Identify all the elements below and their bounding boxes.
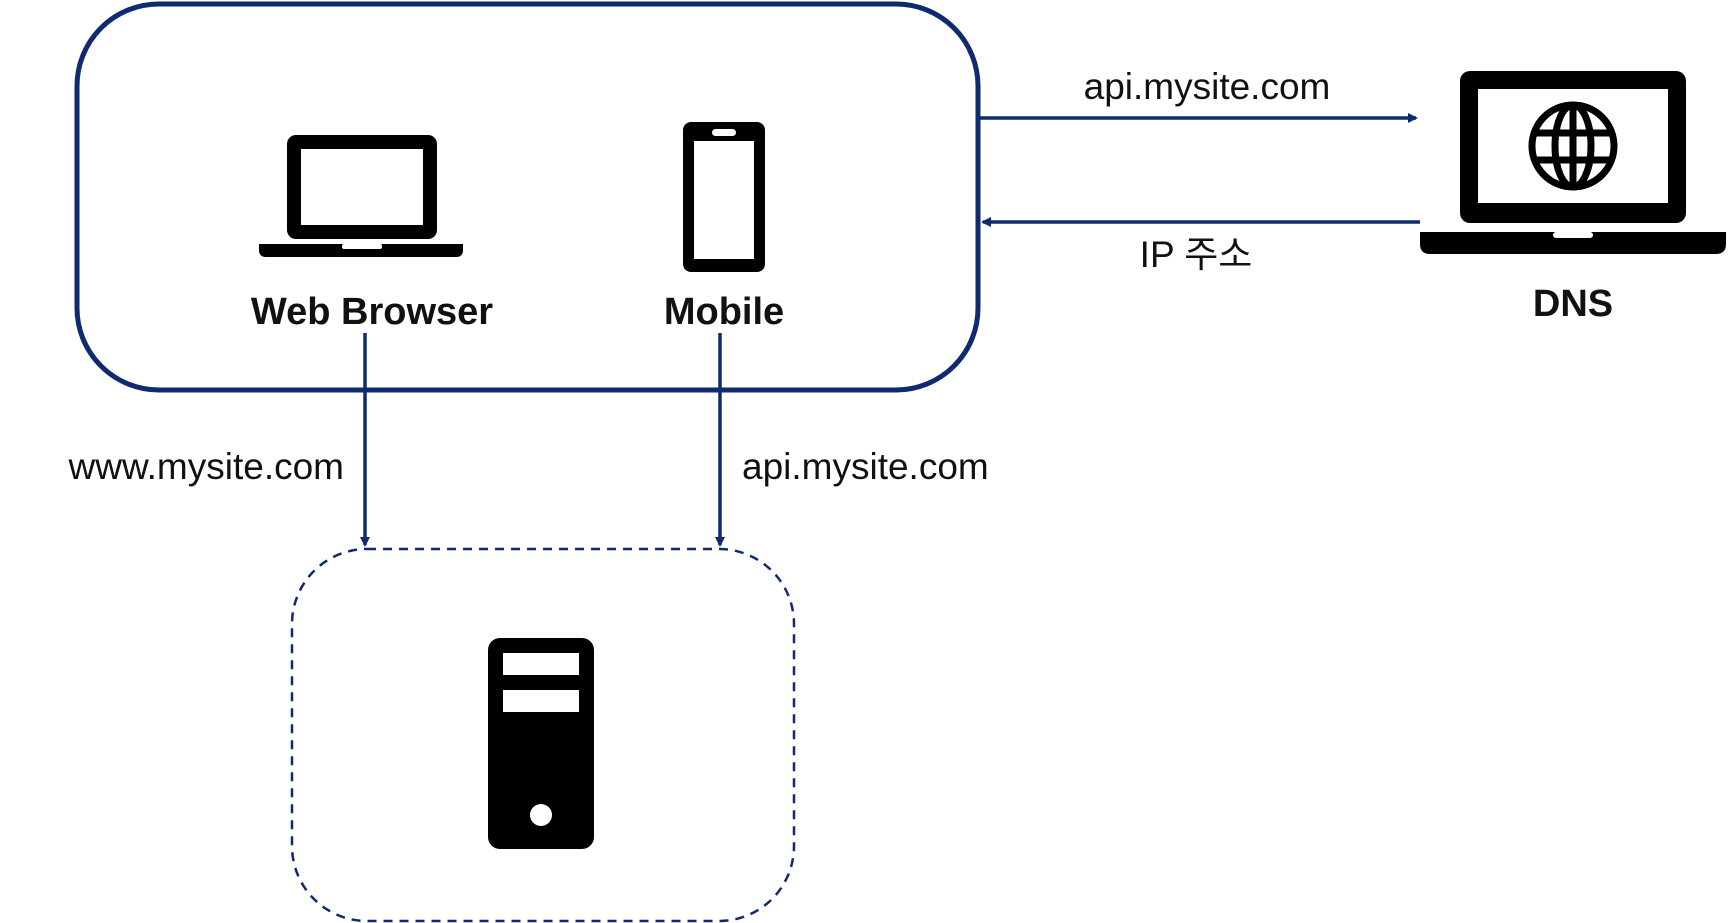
server-group-box: [290, 547, 796, 923]
mobile-phone-icon: [683, 122, 765, 272]
arrow-to-dns-label: api.mysite.com: [1084, 66, 1331, 107]
dns-laptop-globe-icon: [1420, 71, 1726, 254]
globe-icon: [1528, 101, 1618, 191]
arrow-mobile-to-server-label: api.mysite.com: [742, 446, 989, 487]
dns-label: DNS: [1533, 283, 1613, 325]
arrow-from-dns-label: IP 주소: [1140, 234, 1253, 275]
laptop-icon: [259, 135, 463, 257]
server-tower-icon: [488, 638, 594, 849]
mobile-label: Mobile: [664, 291, 784, 333]
arrow-web-to-server-label: www.mysite.com: [68, 446, 344, 487]
client-group-box: [74, 1, 981, 393]
web-browser-label: Web Browser: [251, 291, 493, 333]
